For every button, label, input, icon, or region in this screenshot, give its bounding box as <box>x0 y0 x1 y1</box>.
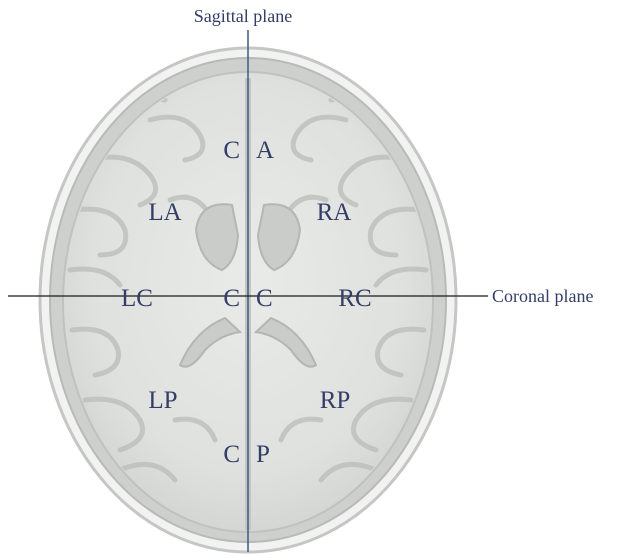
region-label-ca-left: C <box>223 137 240 164</box>
region-label-ra: RA <box>317 199 352 226</box>
sagittal-plane-label: Sagittal plane <box>194 6 292 26</box>
region-label-rp: RP <box>320 387 351 414</box>
region-label-lc: LC <box>121 285 153 312</box>
region-label-ca-right: A <box>256 137 274 164</box>
region-label-lp: LP <box>148 387 177 414</box>
region-label-cp-left: C <box>223 441 240 468</box>
region-label-cp-right: P <box>256 441 270 468</box>
coronal-plane-label: Coronal plane <box>492 286 593 306</box>
region-label-cc-left: C <box>223 285 240 312</box>
region-label-la: LA <box>148 199 181 226</box>
region-label-cc-right: C <box>256 285 273 312</box>
region-label-rc: RC <box>338 285 371 312</box>
